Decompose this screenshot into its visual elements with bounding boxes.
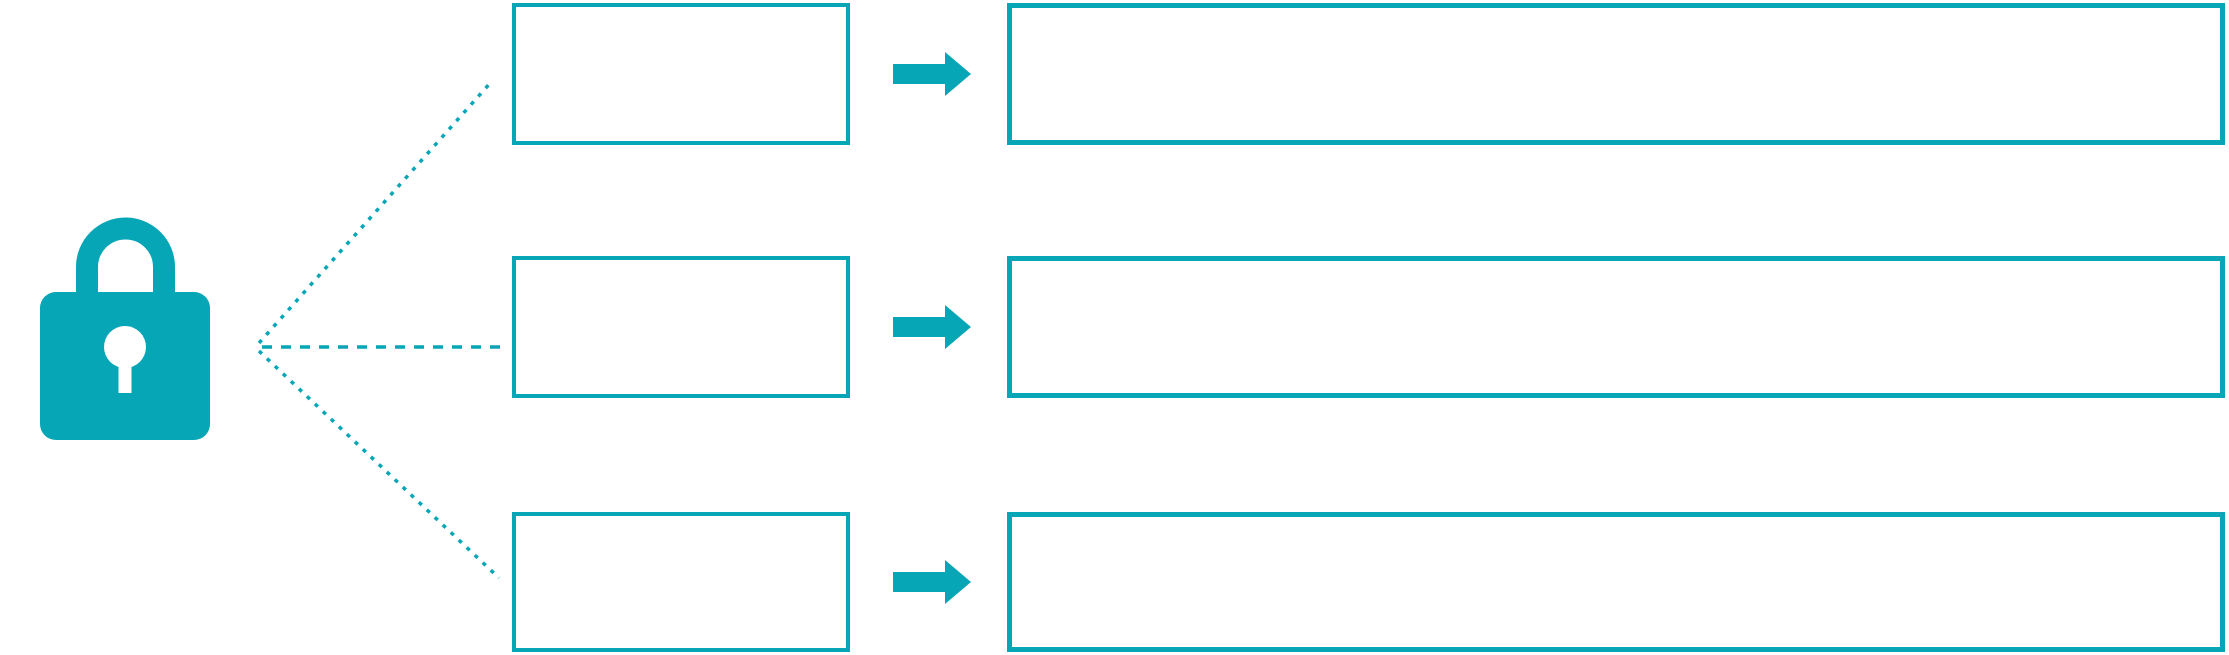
lock-keyhole-stem: [118, 360, 132, 393]
lock-icon: [40, 210, 215, 445]
definition-box-3: [1007, 512, 2225, 652]
term-box-1: [512, 3, 850, 145]
definition-box-1: [1007, 3, 2225, 145]
term-box-3: [512, 512, 850, 652]
definition-box-2: [1007, 256, 2225, 398]
lock-keyhole-circle: [104, 326, 146, 368]
lock-shackle: [76, 217, 175, 310]
term-box-2: [512, 256, 850, 398]
arrow-right-icon: [893, 52, 971, 96]
connector-line-bottom: [257, 349, 501, 580]
arrow-right-icon: [893, 305, 971, 349]
connector-line-top: [257, 79, 494, 345]
arrow-right-icon: [893, 560, 971, 604]
